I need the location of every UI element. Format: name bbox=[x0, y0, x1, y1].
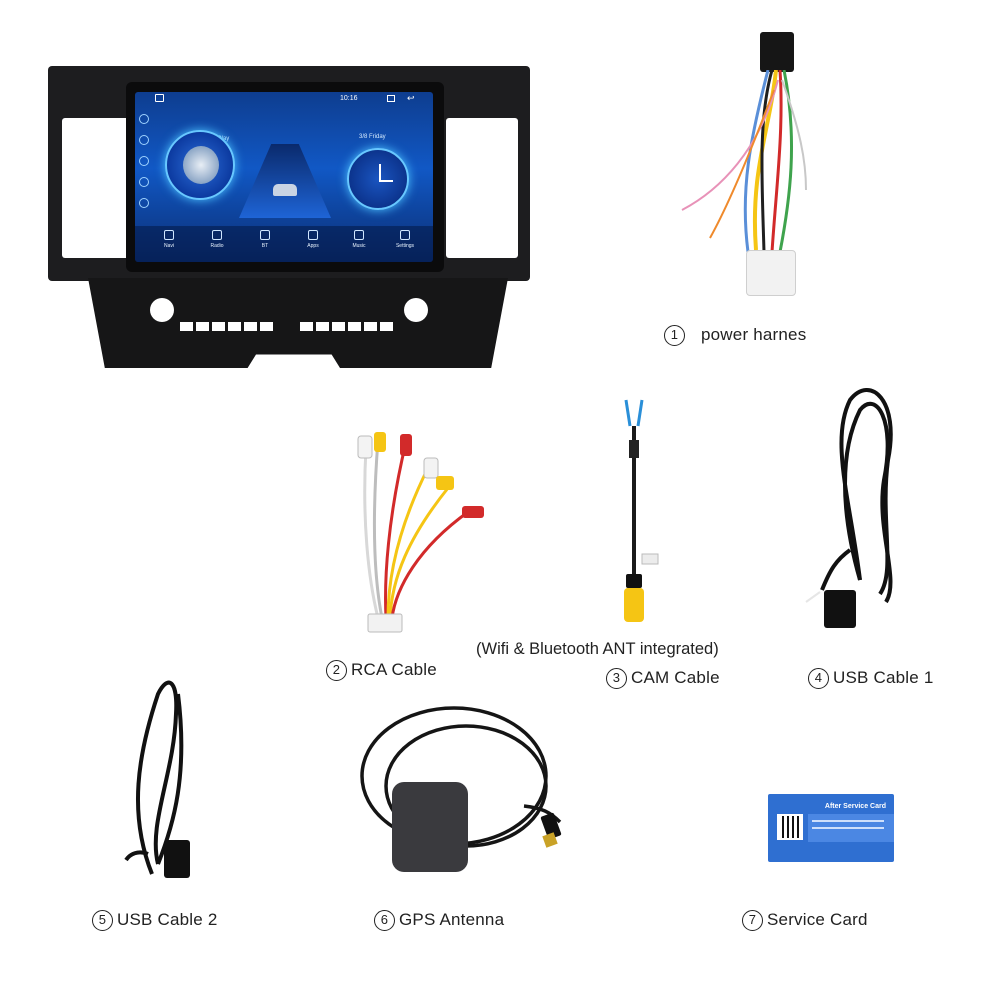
date-label: 3/8 Friday bbox=[359, 134, 386, 140]
car-icon bbox=[273, 184, 297, 196]
caption-power-harness: 1 power harnes bbox=[664, 325, 807, 347]
app-dock: Navi Radio BT Apps Music Settings bbox=[135, 226, 433, 262]
mounting-frame bbox=[88, 278, 508, 368]
item-number: 3 bbox=[606, 668, 627, 690]
frame-knob-hole-right bbox=[404, 298, 428, 322]
side-icon bbox=[139, 135, 149, 145]
caption-label: GPS Antenna bbox=[399, 910, 505, 929]
dock-item-radio: Radio bbox=[197, 230, 237, 249]
bezel-left-vent-cutout bbox=[62, 118, 130, 258]
service-card: After Service Card bbox=[768, 794, 894, 862]
back-icon: ↩ bbox=[407, 93, 415, 103]
card-text-lines bbox=[812, 820, 884, 834]
bezel-right-vent-cutout bbox=[446, 118, 518, 258]
side-icon bbox=[139, 198, 149, 208]
caption-label: power harnes bbox=[701, 325, 807, 344]
rca-cable bbox=[357, 432, 484, 633]
cam-cable-note: (Wifi & Bluetooth ANT integrated) bbox=[476, 640, 719, 658]
item-number: 6 bbox=[374, 910, 395, 932]
item-number: 5 bbox=[92, 910, 113, 932]
recent-apps-icon bbox=[387, 95, 395, 102]
power-harness-wires bbox=[681, 70, 807, 253]
gear-icon bbox=[400, 230, 410, 240]
item-number: 1 bbox=[664, 325, 685, 347]
radio-icon bbox=[212, 230, 222, 240]
home-icon bbox=[155, 94, 164, 102]
caption-label: RCA Cable bbox=[351, 660, 437, 679]
dock-label: Apps bbox=[307, 243, 319, 249]
dock-item-settings: Settings bbox=[385, 230, 425, 249]
album-art bbox=[183, 146, 219, 184]
item-number: 4 bbox=[808, 668, 829, 690]
android-screen: 10:16 ↩ Click To Play 3/8 Friday Navi Ra… bbox=[135, 92, 433, 262]
frame-knob-hole-left bbox=[150, 298, 174, 322]
frame-slots-left bbox=[180, 322, 273, 331]
dock-label: Navi bbox=[163, 243, 174, 249]
dock-label: Radio bbox=[210, 243, 224, 249]
bluetooth-icon bbox=[260, 230, 270, 240]
side-icon bbox=[139, 114, 149, 124]
item-number: 2 bbox=[326, 660, 347, 682]
qr-code-icon bbox=[777, 814, 803, 840]
dock-label: Music bbox=[352, 243, 366, 249]
dock-item-navi: Navi bbox=[149, 230, 189, 249]
side-icon bbox=[139, 177, 149, 187]
harness-top-connector bbox=[760, 32, 794, 72]
dock-item-music: Music bbox=[339, 230, 379, 249]
dock-item-apps: Apps bbox=[293, 230, 333, 249]
side-icon-column bbox=[139, 114, 151, 224]
dock-label: BT bbox=[261, 243, 269, 249]
apps-icon bbox=[308, 230, 318, 240]
item-number: 7 bbox=[742, 910, 763, 932]
gps-antenna bbox=[360, 706, 562, 872]
dock-label: Settings bbox=[395, 243, 415, 249]
dock-item-bt: BT bbox=[245, 230, 285, 249]
usb-cable-1 bbox=[805, 387, 893, 628]
service-card-title: After Service Card bbox=[824, 803, 886, 810]
side-icon bbox=[139, 156, 149, 166]
music-widget bbox=[165, 130, 235, 200]
clock-hour-hand bbox=[379, 164, 381, 181]
status-bar: 10:16 ↩ bbox=[135, 92, 433, 106]
usb-cable-2 bbox=[124, 680, 190, 878]
music-icon bbox=[354, 230, 364, 240]
caption-label: USB Cable 2 bbox=[117, 910, 218, 929]
road-graphic bbox=[239, 144, 331, 218]
caption-label: Service Card bbox=[767, 910, 868, 929]
frame-slots-right bbox=[300, 322, 393, 331]
caption-label: USB Cable 1 bbox=[833, 668, 934, 687]
clock-minute-hand bbox=[379, 180, 393, 182]
navigation-icon bbox=[164, 230, 174, 240]
caption-label: CAM Cable bbox=[631, 668, 720, 687]
status-time: 10:16 bbox=[340, 95, 358, 102]
cam-cable bbox=[624, 399, 659, 622]
clock-widget bbox=[347, 148, 409, 210]
harness-bottom-connector bbox=[746, 250, 796, 296]
